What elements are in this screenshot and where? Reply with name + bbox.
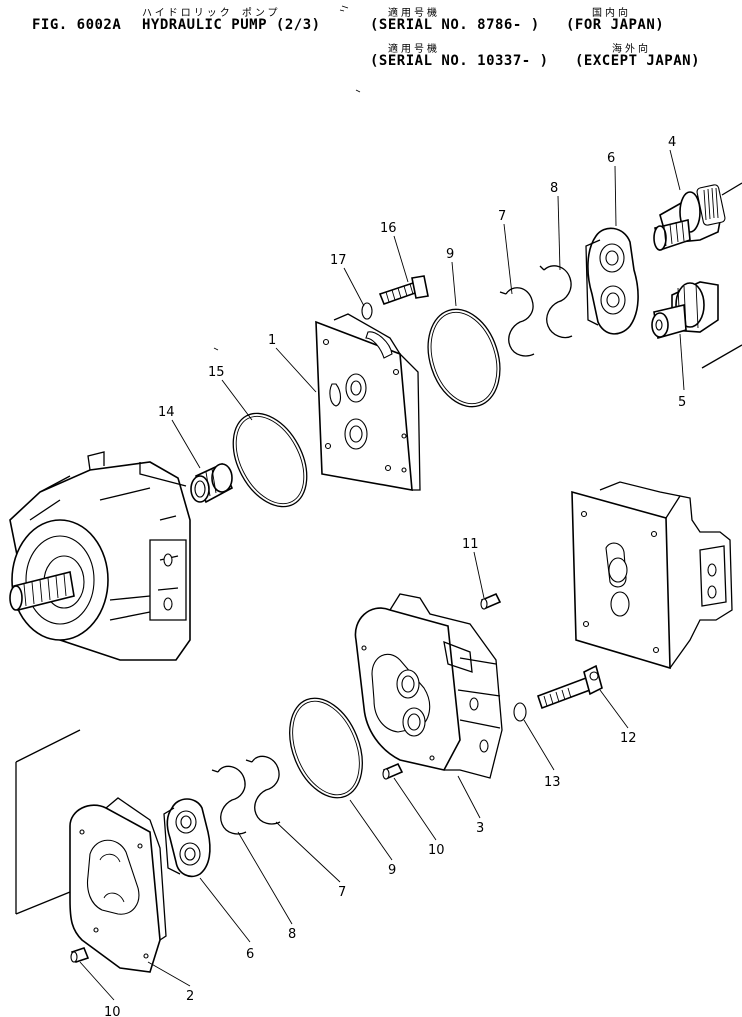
row2-region-japanese: 海外向 — [612, 44, 651, 55]
callout-6-lower: 6 — [246, 947, 254, 962]
callout-7-upper: 7 — [498, 209, 506, 224]
callout-10-lower: 10 — [104, 1005, 121, 1017]
callout-1: 1 — [268, 333, 276, 348]
part-washer-13 — [513, 702, 527, 722]
row1-region: (FOR JAPAN) — [566, 17, 665, 33]
callout-11: 11 — [462, 537, 479, 552]
part-cover-2 — [69, 797, 167, 973]
part-gear-case-3 — [354, 593, 503, 779]
stray-mark-2 — [213, 347, 219, 351]
row1-applicable-japanese: 適用号機 — [388, 8, 440, 19]
pump-assembly-left — [9, 451, 191, 661]
construction-line-left-lower — [15, 891, 71, 915]
callout-15: 15 — [208, 365, 225, 380]
callout-17: 17 — [330, 253, 347, 268]
callout-2: 2 — [186, 989, 194, 1004]
part-backup-ring-upper — [539, 265, 573, 339]
callout-9-lower: 9 — [388, 863, 396, 878]
part-pin-10-lower — [70, 947, 90, 963]
figure-title: HYDRAULIC PUMP (2/3) — [142, 17, 321, 33]
part-bearing-14 — [190, 462, 234, 504]
callout-14: 14 — [158, 405, 175, 420]
callout-8-upper: 8 — [550, 181, 558, 196]
stray-mark — [355, 89, 361, 93]
plate-assembly-right — [571, 481, 733, 670]
part-bushing-plate-lower — [163, 798, 211, 878]
construction-line-left — [15, 729, 81, 914]
title-japanese: ハイドロリック ポンプ — [142, 8, 281, 19]
callout-4: 4 — [668, 135, 676, 150]
part-pin-10-middle — [382, 762, 404, 780]
callout-7-lower: 7 — [338, 885, 346, 900]
callout-3: 3 — [476, 821, 484, 836]
callout-12: 12 — [620, 731, 637, 746]
callout-5: 5 — [678, 395, 686, 410]
callout-10-middle: 10 — [428, 843, 445, 858]
part-pin-11 — [480, 592, 502, 610]
part-bushing-plate-upper — [585, 227, 639, 335]
part-backup-ring-lower — [211, 765, 247, 835]
figure-number: FIG. 6002A — [32, 17, 122, 33]
row2-serial: (SERIAL NO. 10337- ) — [370, 53, 549, 69]
callout-9-upper: 9 — [446, 247, 454, 262]
part-bolt-16 — [378, 275, 429, 306]
row2-applicable-japanese: 適用号機 — [388, 44, 440, 55]
part-bolt-12 — [536, 664, 603, 710]
part-o-ring-lower — [289, 697, 363, 799]
callout-13: 13 — [544, 775, 561, 790]
part-o-ring-upper — [427, 308, 501, 408]
part-drive-gear-shaft — [653, 182, 742, 252]
callout-16: 16 — [380, 221, 397, 236]
part-o-ring-15 — [232, 412, 308, 508]
callout-6-upper: 6 — [607, 151, 615, 166]
part-driven-gear-shaft — [651, 281, 742, 369]
part-seal-upper — [499, 287, 535, 357]
part-plate-1 — [315, 313, 421, 491]
part-seal-lower — [245, 755, 281, 825]
leader-lines — [79, 149, 685, 1001]
callout-numbers: 4 6 8 7 9 16 17 1 15 14 5 11 12 13 3 10 … — [104, 135, 686, 1017]
row1-region-japanese: 国内向 — [592, 8, 631, 19]
figure-header: FIG. 6002A ハイドロリック ポンプ HYDRAULIC PUMP (2… — [0, 0, 742, 80]
row1-serial: (SERIAL NO. 8786- ) — [370, 17, 540, 33]
part-washer-17 — [361, 302, 373, 320]
header-mark — [339, 5, 349, 12]
row2-region: (EXCEPT JAPAN) — [575, 53, 701, 69]
callout-8-lower: 8 — [288, 927, 296, 942]
